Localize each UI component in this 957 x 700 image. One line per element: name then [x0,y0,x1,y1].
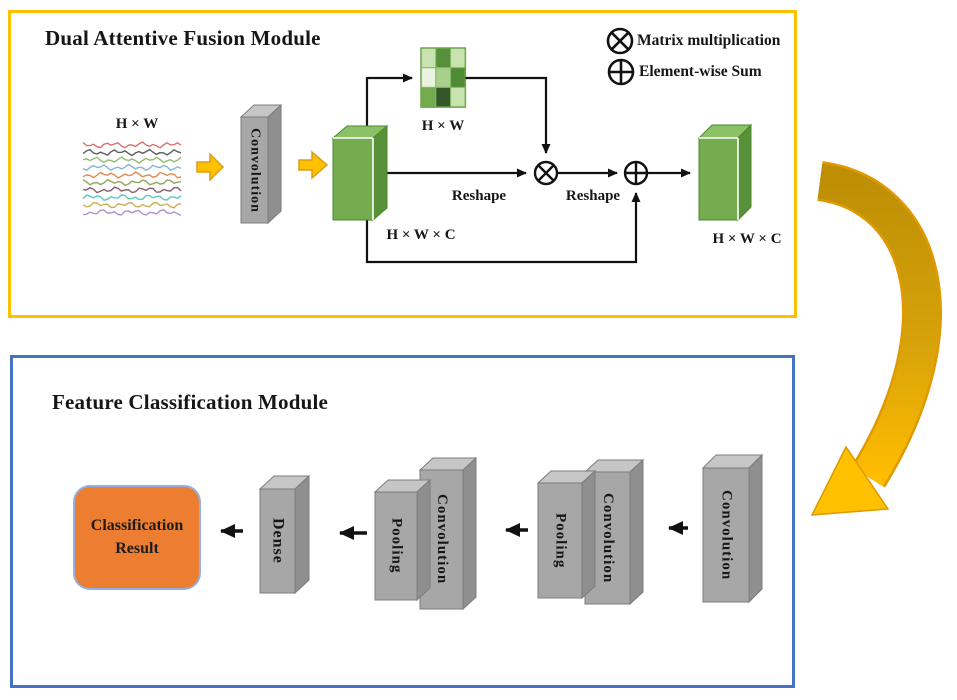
dafm-connectors [365,73,691,264]
attention-map-cell [450,47,466,69]
fcm-conv2-label: Convolution [600,492,616,584]
fcm-conv3-box [701,453,764,604]
legend-matmul-label: Matrix multiplication [637,32,781,49]
sum-node-icon [623,160,649,186]
fcm-pool2-box [536,469,597,600]
fcm-pool1-box [373,478,432,602]
classification-result-label: Classification Result [90,517,184,557]
attention-map-cell [450,67,466,88]
legend-matmul-icon [606,27,634,55]
signal-waveform [82,156,182,164]
fcm-conv3-label: Convolution [718,489,735,581]
signal-waveform [82,201,182,209]
attention-map-size-label: H × W [421,118,465,134]
attention-map-cell [435,86,452,108]
legend-sum-icon [607,58,635,86]
signal-waveform [82,194,182,201]
attention-map-cell [450,86,466,108]
fcm-pool2-label: Pooling [552,512,569,569]
block-arrow-conv-to-feature [298,150,329,180]
fcm-conv1-label: Convolution [434,494,450,585]
signal-waveform [82,208,182,216]
feature-size-label: H × W × C [386,227,456,243]
feature-classification-module-frame [10,355,795,688]
signal-waveform [82,148,182,157]
fcm-flow-arrows [220,521,688,540]
matmul-node-icon [533,160,559,186]
signal-waveform [82,171,182,179]
block-arrow-input-to-conv [196,152,225,182]
feature-cube-output [697,123,753,222]
fcm-title: Feature Classification Module [52,390,329,414]
signal-waveform [82,178,182,187]
feature-cube-input [331,124,389,222]
dual-attentive-fusion-module-frame [8,10,797,318]
attention-map-cell [420,67,437,88]
attention-map-border [420,47,467,108]
fcm-pool1-label: Pooling [388,518,405,574]
attention-map-cell [420,86,437,108]
legend-sum-label: Element-wise Sum [639,63,762,80]
fcm-dense-label: Dense [269,518,287,564]
dafm-conv-label: Convolution [247,127,263,213]
reshape-left-label: Reshape [451,188,507,204]
signal-waveform [82,163,182,172]
dafm-title: Dual Attentive Fusion Module [45,26,321,50]
signal-waveform [82,141,182,149]
input-size-label: H × W [115,116,159,132]
attention-map-cell [435,47,452,69]
module-transition-arrow [810,161,942,516]
transition-arrowhead [810,445,890,516]
attention-map-cell [420,47,437,69]
signal-waveform [82,186,182,194]
reshape-right-label: Reshape [565,188,621,204]
attention-map-cell [435,67,452,88]
fcm-dense-box [258,474,311,595]
conv-box-3d [239,103,283,225]
classification-result-box: Classification Result [73,485,201,590]
output-size-label: H × W × C [712,231,782,247]
